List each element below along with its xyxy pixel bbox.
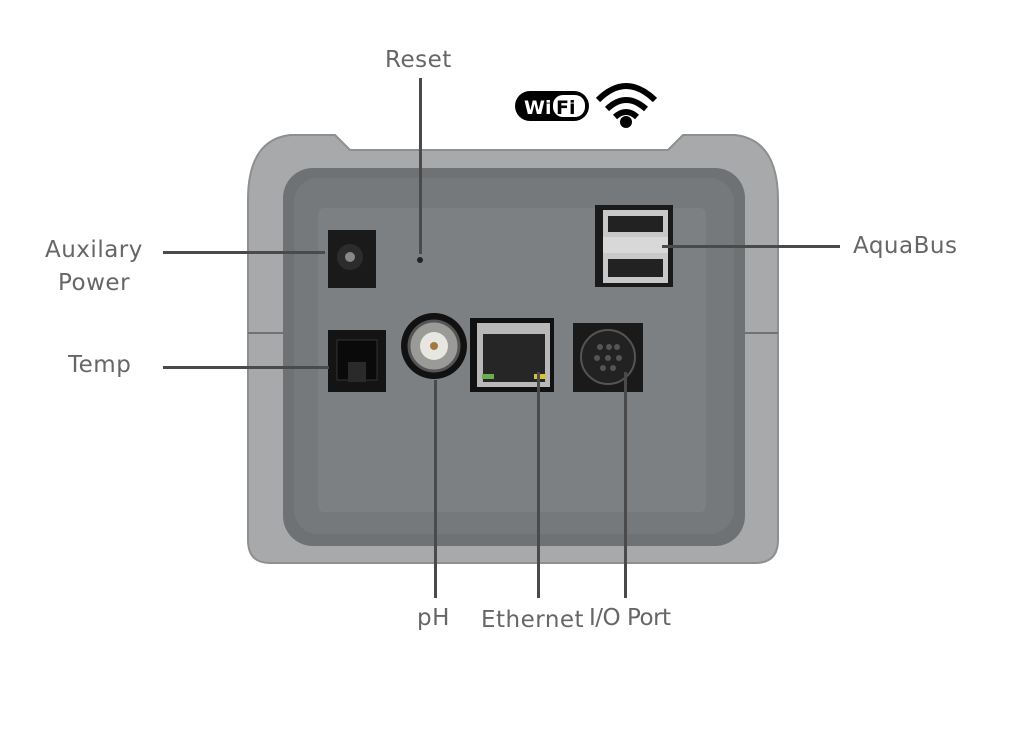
aux-power-leader-line — [163, 251, 325, 254]
temp-rj11-port — [328, 330, 386, 392]
wifi-fi-text: Fi — [556, 97, 576, 119]
wifi-icon — [595, 83, 658, 120]
temp-label: Temp — [68, 352, 132, 378]
ph-leader-line — [434, 380, 437, 598]
aux-power-label-line1: Auxilary — [45, 237, 143, 263]
temp-leader-line — [163, 366, 329, 369]
reset-leader-line — [419, 78, 422, 254]
reset-label: Reset — [385, 47, 452, 73]
io-port-leader-line — [624, 372, 627, 598]
wifi-wi-text: Wi — [524, 97, 551, 119]
aux-power-label-line2: Power — [58, 270, 131, 296]
wifi-logo: Wi Fi — [515, 83, 658, 128]
ethernet-leader-line — [537, 372, 540, 598]
reset-hole — [417, 257, 423, 263]
io-port-label: I/O Port — [589, 605, 671, 631]
aquabus-usb-ports — [595, 205, 673, 287]
io-mini-din-port — [573, 323, 643, 392]
ph-label: pH — [417, 605, 450, 631]
ethernet-port — [470, 318, 554, 392]
aquabus-label: AquaBus — [853, 233, 958, 259]
ph-bnc-connector — [401, 313, 467, 379]
aquabus-leader-line — [662, 245, 840, 248]
aux-power-jack — [328, 230, 376, 288]
ethernet-label: Ethernet — [481, 607, 585, 633]
